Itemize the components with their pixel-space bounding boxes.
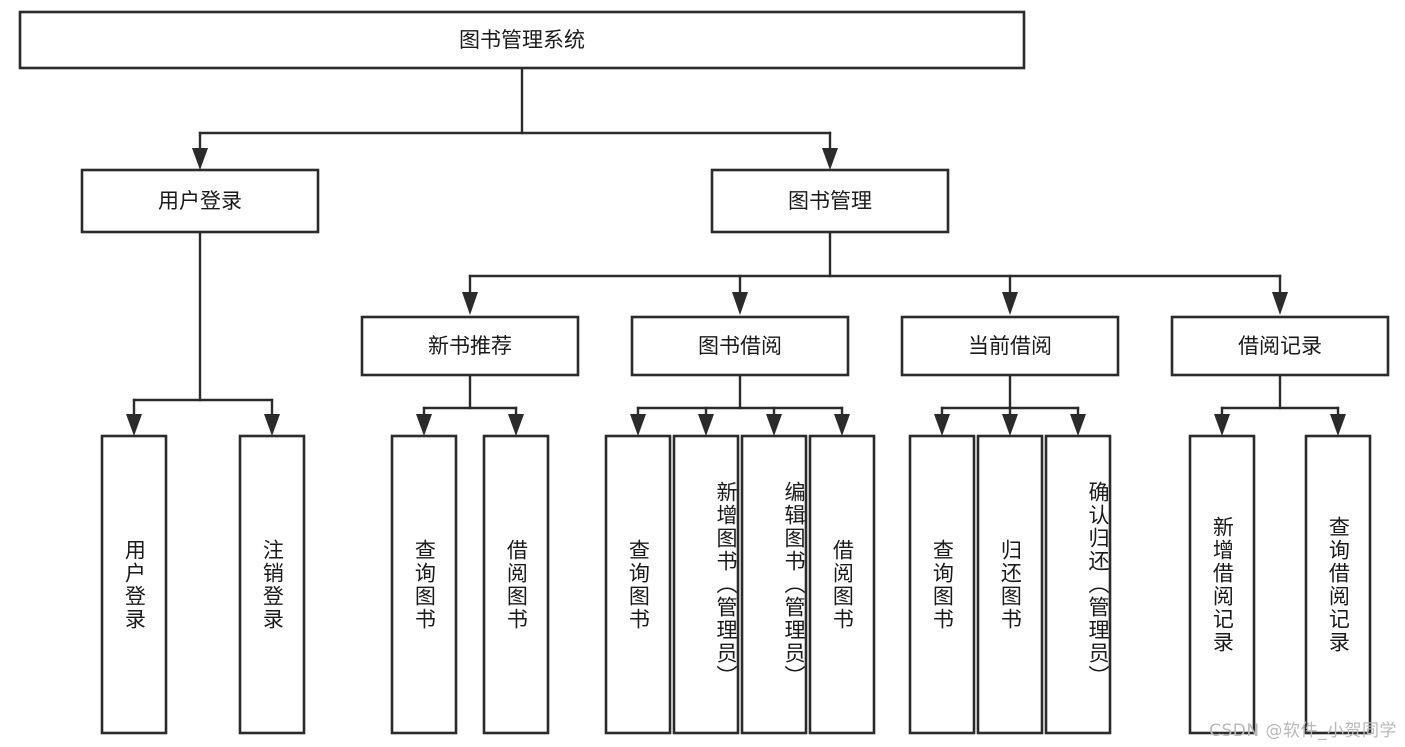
arrowhead-borrow-record: [1272, 292, 1288, 315]
edge-layer: [126, 66, 1346, 436]
csdn-watermark: CSDN @软件_小贺同学: [1209, 721, 1397, 741]
node-new-book-rec[interactable]: 新书推荐: [360, 315, 580, 377]
node-current-borrow-label: 当前借阅: [968, 334, 1052, 358]
arrowhead-user-login: [192, 148, 208, 170]
arrowhead-leaf-borrow-book-2: [834, 414, 850, 436]
arrowhead-leaf-query-book-2: [630, 414, 646, 436]
node-book-mgmt-label: 图书管理: [788, 189, 872, 213]
node-user-login-box[interactable]: [80, 168, 320, 234]
node-book-mgmt-box[interactable]: [710, 168, 950, 234]
node-root-box[interactable]: [18, 10, 1026, 70]
node-leaf-add-record-box[interactable]: [1188, 434, 1256, 735]
node-borrow-record-box[interactable]: [1170, 315, 1390, 377]
arrowhead-leaf-add-record: [1214, 414, 1230, 436]
node-book-borrow-label: 图书借阅: [698, 334, 782, 358]
node-new-book-rec-box[interactable]: [360, 315, 580, 377]
node-leaf-query-book-2-box[interactable]: [604, 434, 672, 735]
node-leaf-query-book-3-box[interactable]: [908, 434, 976, 735]
node-root-label: 图书管理系统: [459, 28, 585, 52]
node-leaf-query-book-1-box[interactable]: [390, 434, 458, 735]
arrowhead-leaf-add-book: [698, 414, 714, 436]
arrowhead-leaf-query-book-1: [416, 414, 432, 436]
node-user-login[interactable]: 用户登录: [80, 168, 320, 234]
node-leaf-query-record-box[interactable]: [1304, 434, 1372, 735]
arrowhead-leaf-borrow-book-1: [508, 414, 524, 436]
node-layer: 图书管理系统 用户登录 图书管理 新书推荐 图书借阅: [18, 10, 1390, 735]
node-book-mgmt[interactable]: 图书管理: [710, 168, 950, 234]
node-new-book-rec-label: 新书推荐: [428, 334, 512, 358]
arrowhead-book-borrow: [732, 292, 748, 315]
node-leaf-borrow-book-1-box[interactable]: [482, 434, 550, 735]
node-current-borrow-box[interactable]: [900, 315, 1120, 377]
arrowhead-leaf-query-record: [1330, 414, 1346, 436]
arrowhead-current-borrow: [1002, 292, 1018, 315]
node-leaf-return-book-box[interactable]: [976, 434, 1044, 735]
node-leaf-borrow-book-2-box[interactable]: [808, 434, 876, 735]
node-leaf-user-login-box[interactable]: [100, 434, 168, 735]
node-leaf-logout-box[interactable]: [238, 434, 306, 735]
node-root[interactable]: 图书管理系统: [18, 10, 1026, 70]
node-leaf-edit-book-box[interactable]: [740, 434, 808, 735]
node-leaf-confirm-return-box[interactable]: [1044, 434, 1112, 735]
arrowhead-leaf-return-book: [1002, 414, 1018, 436]
arrowhead-new-book-rec: [462, 292, 478, 315]
node-book-borrow[interactable]: 图书借阅: [630, 315, 850, 377]
node-borrow-record-label: 借阅记录: [1238, 334, 1322, 358]
node-user-login-label: 用户登录: [158, 189, 242, 213]
node-current-borrow[interactable]: 当前借阅: [900, 315, 1120, 377]
arrowhead-leaf-edit-book: [766, 414, 782, 436]
node-borrow-record[interactable]: 借阅记录: [1170, 315, 1390, 377]
arrowhead-leaf-query-book-3: [934, 414, 950, 436]
arrowhead-leaf-user-login: [126, 414, 142, 436]
node-leaf-add-book-box[interactable]: [672, 434, 740, 735]
arrowhead-leaf-confirm-return: [1070, 414, 1086, 436]
arrowhead-book-mgmt: [822, 148, 838, 170]
node-book-borrow-box[interactable]: [630, 315, 850, 377]
arrowhead-leaf-logout: [264, 414, 280, 436]
